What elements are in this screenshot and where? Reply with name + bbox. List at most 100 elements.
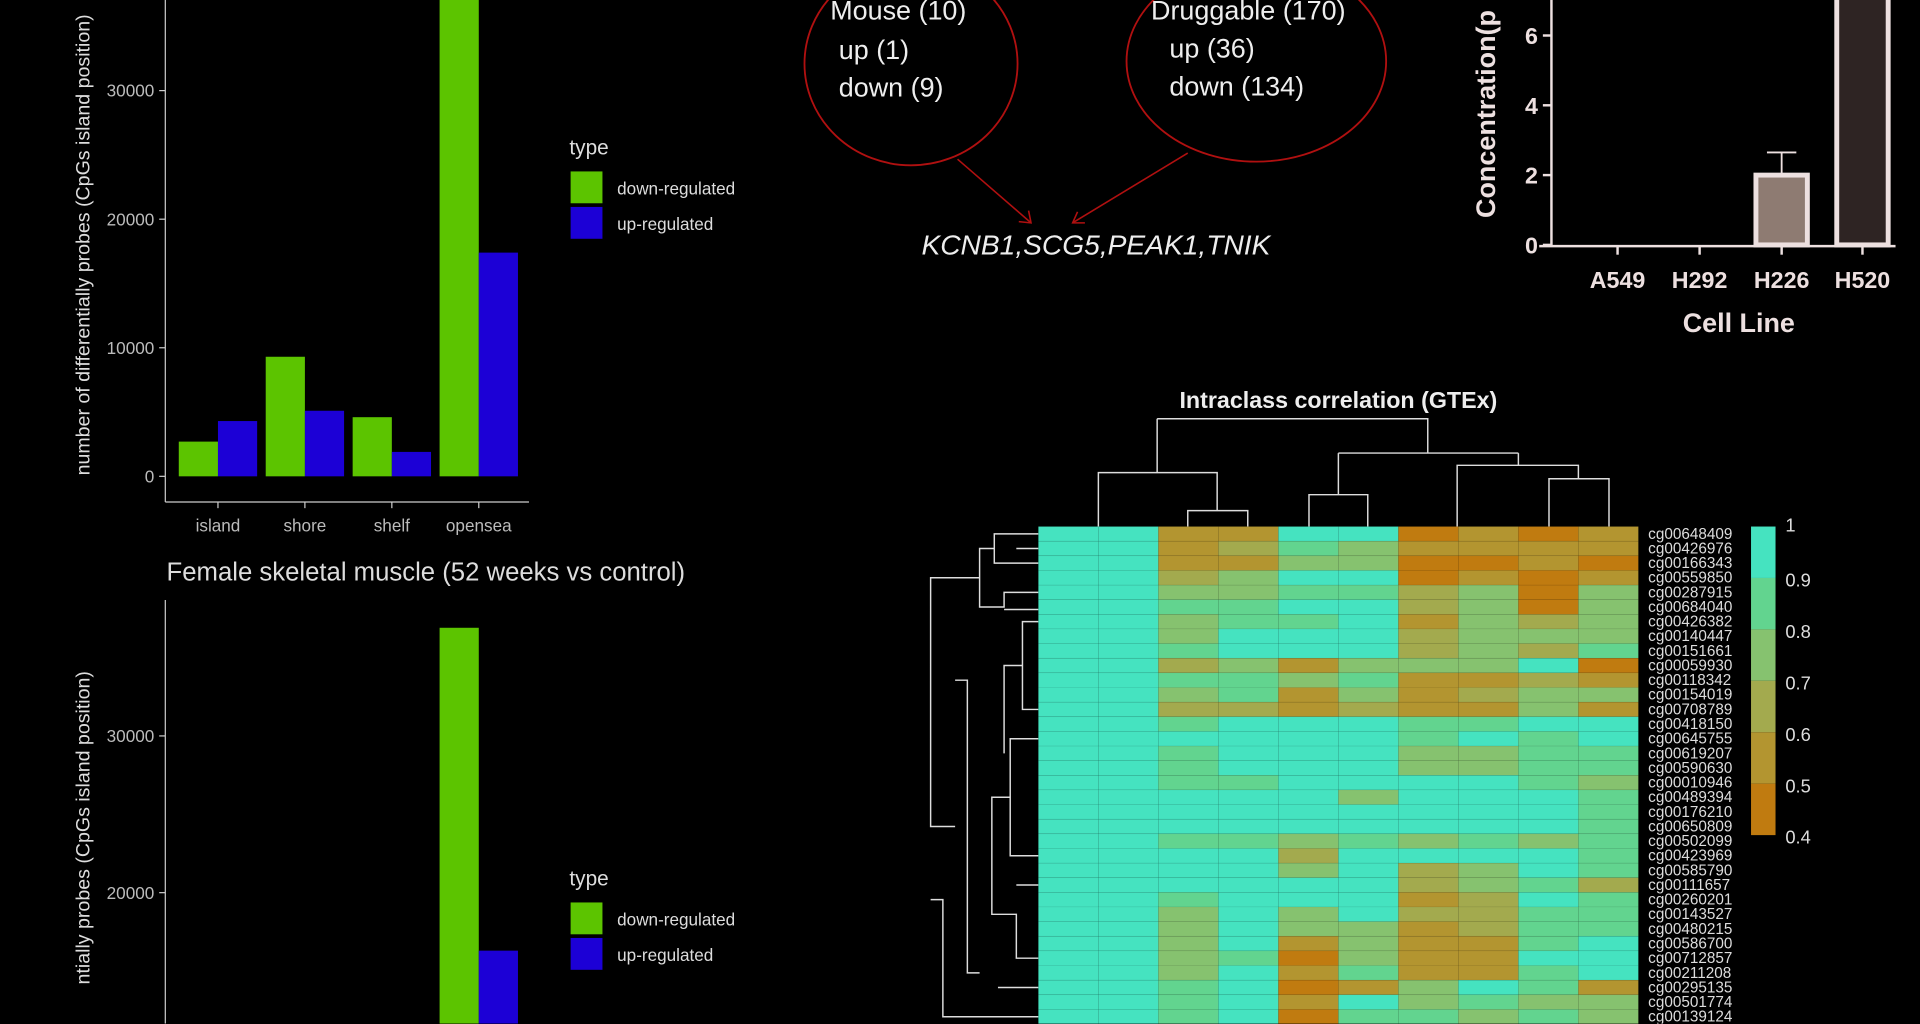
- heatmap-cell: [1578, 731, 1639, 747]
- heatmap-cell: [1218, 862, 1279, 879]
- heatmap-cell: [1158, 833, 1219, 849]
- heatmap-cell: [1218, 833, 1279, 849]
- heatmap-cell: [1278, 994, 1339, 1010]
- mouse-title: Mouse (10): [830, 0, 966, 26]
- y-tick-label: 4: [1525, 93, 1538, 119]
- heatmap-cell: [1398, 950, 1459, 966]
- heatmap-cell: [1518, 848, 1579, 864]
- heatmap-cell: [1038, 672, 1099, 688]
- heatmap-cell: [1458, 731, 1519, 747]
- colorbar-tick-label: 0.4: [1785, 827, 1811, 848]
- heatmap-cell: [1398, 745, 1459, 761]
- heatmap-cell: [1458, 935, 1519, 952]
- heatmap-cell: [1158, 921, 1219, 937]
- heatmap-cell: [1278, 555, 1339, 571]
- heatmap-cell: [1398, 804, 1459, 820]
- row-label: cg00712857: [1648, 950, 1732, 967]
- heatmap-cell: [1278, 584, 1339, 601]
- heatmap-cell: [1338, 526, 1399, 542]
- row-label: cg00166343: [1648, 555, 1732, 572]
- heatmap-cell: [1578, 1009, 1639, 1024]
- heatmap-cell: [1398, 584, 1459, 601]
- legend-swatch-up-regulated: [570, 937, 603, 970]
- heatmap-cell: [1278, 540, 1339, 557]
- heatmap-cell: [1098, 1009, 1159, 1024]
- y-tick-label: 10000: [107, 338, 155, 358]
- bar-opensea-down-regulated: [439, 0, 479, 477]
- colorbar-segment: [1751, 680, 1776, 733]
- heatmap-cell: [1158, 672, 1219, 688]
- heatmap-cell: [1518, 774, 1579, 791]
- heatmap-cell: [1158, 789, 1219, 805]
- heatmap-cell: [1338, 731, 1399, 747]
- heatmap-cell: [1578, 526, 1639, 542]
- heatmap-cell: [1038, 657, 1099, 674]
- heatmap-cell: [1398, 614, 1459, 630]
- heatmap-cell: [1278, 687, 1339, 703]
- heatmap-cell: [1398, 877, 1459, 893]
- heatmap-cell: [1338, 862, 1399, 879]
- heatmap-cell: [1038, 906, 1099, 922]
- heatmap-cell: [1458, 774, 1519, 791]
- heatmap-cell: [1578, 804, 1639, 820]
- heatmap-cell: [1578, 614, 1639, 630]
- heatmap-cell: [1458, 716, 1519, 732]
- heatmap-cell: [1098, 570, 1159, 586]
- heatmap-cell: [1338, 789, 1399, 805]
- heatmap-cell: [1398, 760, 1459, 776]
- venn-diagram: Mouse (10) up (1) down (9) Druggable (17…: [803, 0, 1388, 261]
- heatmap-cell: [1578, 672, 1639, 688]
- y-tick-label: 30000: [107, 81, 155, 101]
- heatmap-cell: [1578, 555, 1639, 571]
- heatmap-cell: [1338, 804, 1399, 820]
- heatmap-cell: [1038, 935, 1099, 952]
- heatmap-cell: [1458, 643, 1519, 659]
- heatmap-cell: [1278, 716, 1339, 732]
- heatmap-cell: [1458, 628, 1519, 644]
- heatmap-cell: [1158, 774, 1219, 791]
- heatmap-cell: [1578, 950, 1639, 966]
- heatmap-cell: [1338, 818, 1399, 835]
- heatmap-cell: [1278, 965, 1339, 981]
- heatmap-cell: [1038, 760, 1099, 776]
- heatmap-cell: [1458, 760, 1519, 776]
- heatmap-cell: [1578, 643, 1639, 659]
- y-tick-label: 20000: [107, 209, 155, 229]
- heatmap-cell: [1098, 628, 1159, 644]
- heatmap-cell: [1578, 965, 1639, 981]
- heatmap-cell: [1578, 657, 1639, 674]
- heatmap-cell: [1038, 965, 1099, 981]
- bar-shore-down-regulated: [265, 356, 305, 477]
- y-axis-label: Concentration(p: [1471, 10, 1501, 218]
- heatmap-cell: [1518, 906, 1579, 922]
- heatmap-cell: [1218, 628, 1279, 644]
- legend-label: up-regulated: [617, 945, 713, 965]
- heatmap-cell: [1578, 599, 1639, 615]
- row-label: cg00650809: [1648, 818, 1732, 835]
- heatmap-cell: [1218, 892, 1279, 908]
- heatmap-cell: [1338, 760, 1399, 776]
- heatmap-cell: [1278, 950, 1339, 966]
- heatmap-cell: [1278, 731, 1339, 747]
- mouse-circle: [803, 0, 1019, 167]
- bar-H520: [1834, 0, 1891, 248]
- heatmap-cell: [1398, 921, 1459, 937]
- heatmap-cell: [1098, 818, 1159, 835]
- heatmap-cell: [1458, 570, 1519, 586]
- heatmap-cell: [1038, 555, 1099, 571]
- heatmap-cell: [1398, 774, 1459, 791]
- heatmap-cell: [1578, 906, 1639, 922]
- heatmap-cell: [1098, 848, 1159, 864]
- heatmap-cell: [1158, 804, 1219, 820]
- heatmap-cell: [1398, 979, 1459, 996]
- heatmap-cell: [1398, 935, 1459, 952]
- heatmap-cell: [1518, 789, 1579, 805]
- heatmap-cell: [1158, 935, 1219, 952]
- y-tick-label: 20000: [107, 883, 155, 903]
- heatmap-cell: [1398, 892, 1459, 908]
- heatmap-cell: [1338, 672, 1399, 688]
- heatmap-cell: [1458, 745, 1519, 761]
- heatmap-cell: [1098, 760, 1159, 776]
- heatmap-cell: [1218, 979, 1279, 996]
- heatmap-cell: [1158, 657, 1219, 674]
